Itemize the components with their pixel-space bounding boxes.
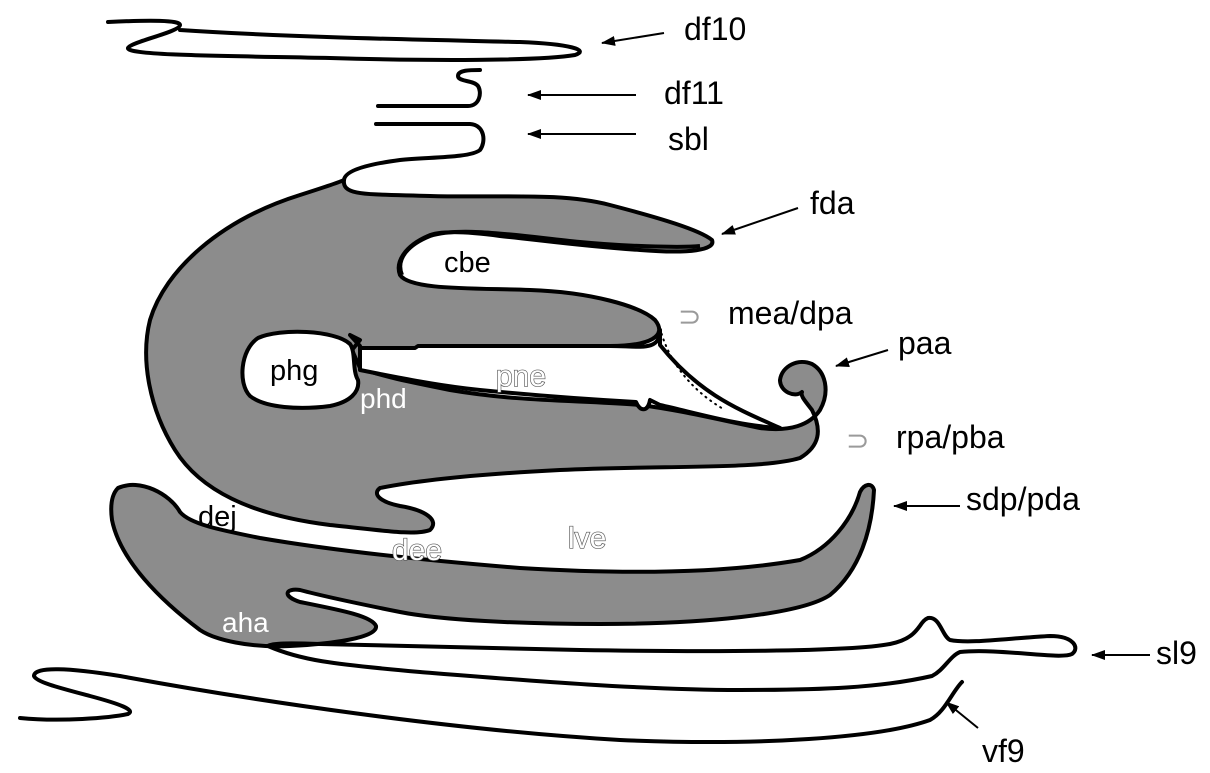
df11-outline bbox=[378, 70, 480, 106]
label-dee: dee bbox=[392, 534, 442, 567]
arrow-paa bbox=[836, 350, 888, 366]
label-pne: pne bbox=[496, 360, 546, 393]
label-dej: dej bbox=[198, 501, 237, 533]
label-aha: aha bbox=[222, 607, 269, 638]
symbol-rpa-pba: ⊃ bbox=[846, 424, 869, 457]
arrow-vf9 bbox=[946, 702, 978, 728]
label-mea-dpa: mea/dpa bbox=[728, 295, 853, 331]
df10-outline bbox=[108, 21, 580, 60]
label-phg: phg bbox=[270, 355, 318, 387]
label-fda: fda bbox=[810, 185, 855, 221]
label-paa: paa bbox=[898, 325, 952, 361]
arrow-fda bbox=[722, 208, 798, 234]
label-sl9: sl9 bbox=[1156, 635, 1197, 671]
label-sbl: sbl bbox=[668, 121, 709, 157]
label-df10: df10 bbox=[684, 11, 746, 47]
label-df11: df11 bbox=[664, 75, 724, 111]
symbol-mea-dpa: ⊃ bbox=[678, 300, 701, 333]
label-vf9: vf9 bbox=[982, 733, 1025, 769]
sl9-outline bbox=[268, 618, 1075, 690]
label-phd: phd bbox=[360, 383, 407, 414]
vf9-outline bbox=[20, 669, 962, 742]
label-sdp-pda: sdp/pda bbox=[966, 481, 1080, 517]
label-lve: lve bbox=[568, 522, 606, 555]
arrow-df10 bbox=[602, 33, 664, 43]
label-cbe: cbe bbox=[444, 247, 491, 279]
label-rpa-pba: rpa/pba bbox=[896, 419, 1005, 455]
sbl-outline bbox=[344, 124, 483, 180]
